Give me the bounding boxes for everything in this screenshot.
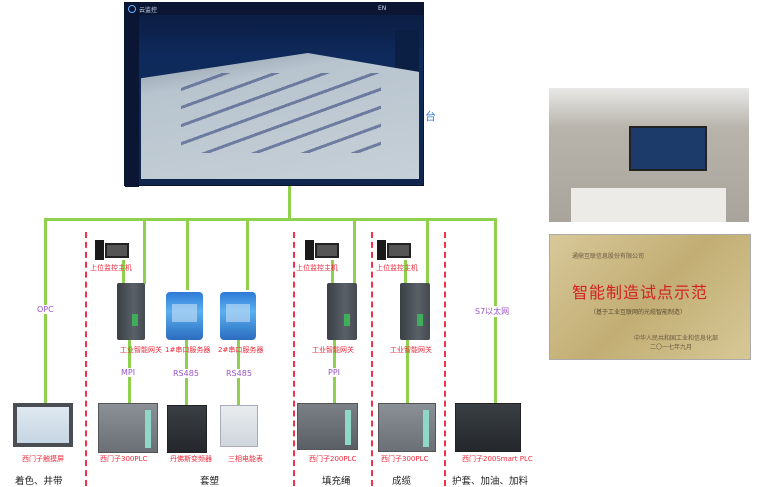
serial-server-image	[220, 292, 256, 340]
process-label: 套塑	[200, 476, 220, 487]
host-computer-icon	[305, 240, 343, 260]
section-divider	[293, 232, 295, 486]
host-label: 上位监控主机	[376, 264, 418, 272]
device-label: 西门子300PLC	[381, 455, 429, 463]
inverter-image	[167, 405, 207, 453]
industrial-gateway-image	[327, 283, 357, 340]
app-header: 云监控 EN	[125, 3, 423, 15]
server-label: 2#串口服务器	[218, 346, 264, 354]
device-label: 丹佛斯变频器	[170, 455, 212, 463]
gateway-label: 工业智能网关	[312, 346, 354, 354]
section-divider	[85, 232, 87, 486]
serial-server-image	[166, 292, 203, 340]
legend-panel	[395, 30, 419, 74]
device-label: 西门子300PLC	[100, 455, 148, 463]
side-nav[interactable]	[125, 15, 139, 187]
industrial-gateway-image	[117, 283, 145, 340]
protocol-label: MPI	[120, 368, 137, 377]
process-label: 成缆	[392, 476, 412, 487]
factory-3d-view	[141, 53, 419, 179]
app-logo-icon	[128, 5, 136, 13]
plc-200-image	[297, 403, 358, 450]
cut-off-text: 台	[425, 110, 436, 123]
language-toggle[interactable]: EN	[378, 5, 387, 12]
device-label: 西门子触摸屏	[22, 455, 64, 463]
monitoring-screenshot: 云监控 EN	[124, 2, 424, 187]
touch-panel-image	[13, 403, 73, 447]
protocol-label: S7以太网	[474, 306, 511, 317]
protocol-label: RS485	[225, 369, 253, 378]
energy-meter-image	[220, 405, 258, 447]
section-divider	[371, 232, 373, 486]
process-label: 填充绳	[322, 476, 351, 487]
device-label: 西门子200Smart PLC	[462, 455, 533, 463]
host-label: 上位监控主机	[90, 264, 132, 272]
host-computer-icon	[377, 240, 415, 260]
award-plaque: 通鼎互联信息股份有限公司 智能制造试点示范 （基于工业互联网的光缆智能制造） 中…	[549, 234, 751, 360]
process-label: 着色、井带	[15, 476, 63, 487]
section-divider	[444, 232, 446, 486]
control-room-photo	[549, 88, 749, 222]
host-computer-icon	[95, 240, 133, 260]
protocol-label: OPC	[36, 305, 55, 314]
plc-300-image	[378, 403, 436, 452]
plc-200smart-image	[455, 403, 521, 452]
plc-300-image	[98, 403, 158, 453]
app-title: 云监控	[139, 7, 158, 14]
protocol-label: RS485	[172, 369, 200, 378]
server-label: 1#串口服务器	[165, 346, 211, 354]
process-label: 护套、加油、加料	[452, 476, 529, 487]
industrial-gateway-image	[400, 283, 430, 340]
device-label: 三相电能表	[228, 455, 263, 463]
gateway-label: 工业智能网关	[120, 346, 162, 354]
protocol-label: PPI	[327, 368, 342, 377]
host-label: 上位监控主机	[296, 264, 338, 272]
device-label: 西门子200PLC	[309, 455, 357, 463]
gateway-label: 工业智能网关	[390, 346, 432, 354]
